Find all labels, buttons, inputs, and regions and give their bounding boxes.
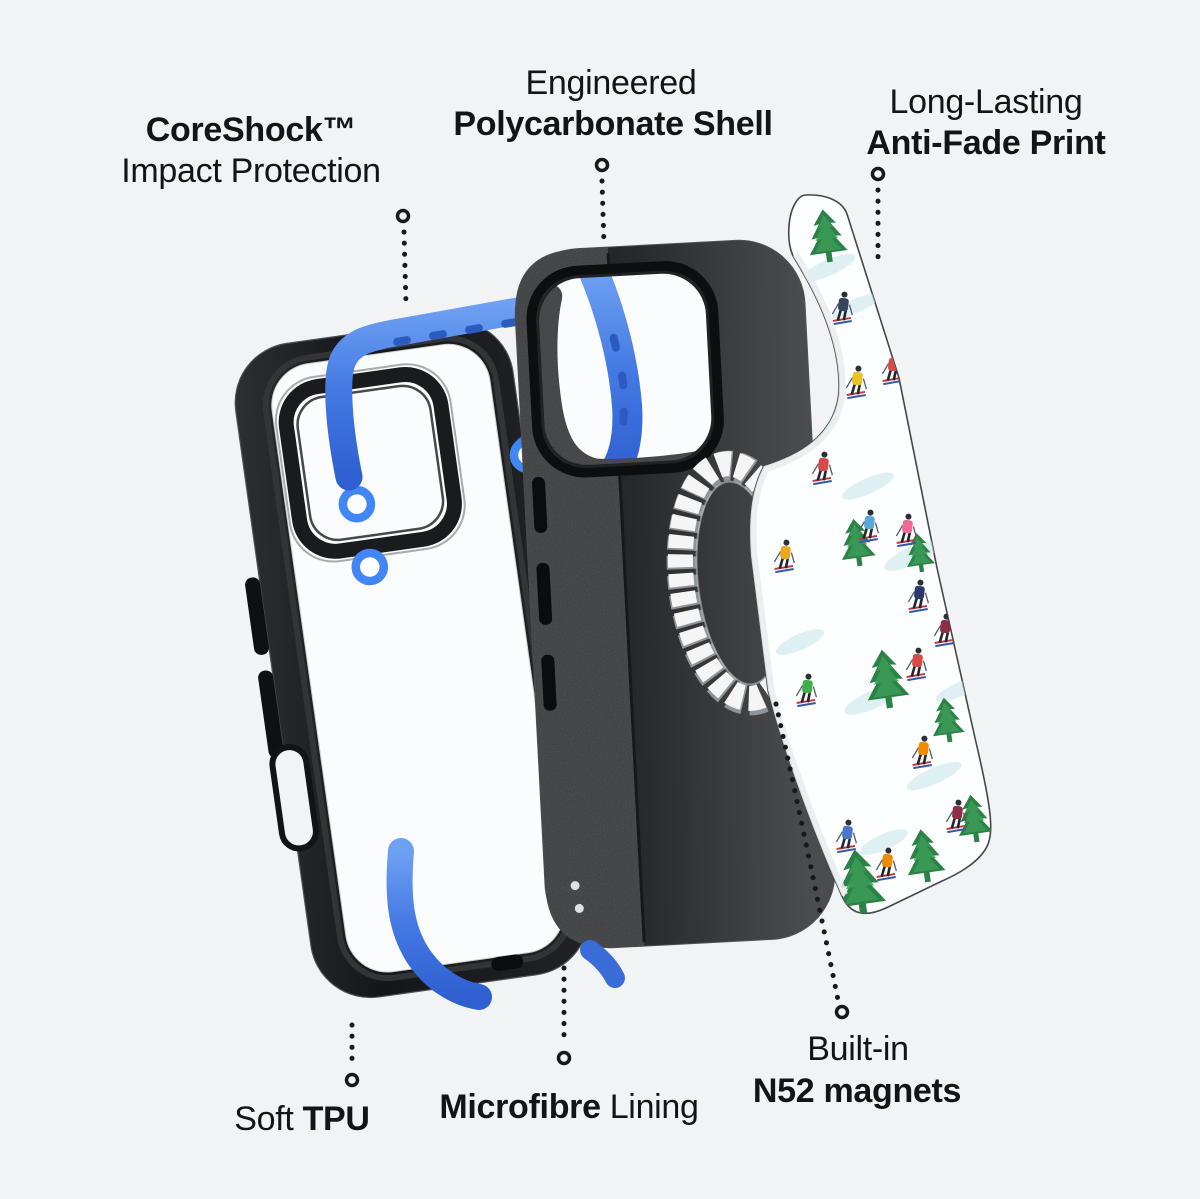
- callout-magnets-line2: N52 magnets: [753, 1072, 961, 1110]
- side-button-lower: [258, 670, 284, 758]
- bumper-oval-cutout: [269, 744, 319, 852]
- leader-ring-tpu: [344, 1072, 360, 1088]
- camera-surround-inner-line: [296, 384, 445, 542]
- speaker-hole-2: [574, 903, 584, 913]
- callout-coreshock-line2: Impact Protection: [121, 152, 380, 190]
- leader-ring-coreshock: [395, 208, 411, 224]
- callout-print-line1: Long-Lasting: [890, 83, 1083, 121]
- polycarbonate-shell: [514, 239, 836, 949]
- blue-insert-top-bar: [325, 289, 576, 491]
- blue-insert-bottom-tab: [580, 940, 625, 988]
- shell-side-slot-3: [541, 654, 557, 711]
- leader-ring-print: [870, 166, 886, 182]
- blue-insert-bottom-strip: [386, 838, 492, 1010]
- leader-ring-shell: [594, 157, 610, 173]
- callout-coreshock-line1: CoreShock™: [146, 111, 357, 149]
- blue-ring-grommet-1: [338, 485, 376, 523]
- shell-side-slot-2: [536, 562, 553, 625]
- blue-ring-grommet-2: [351, 548, 389, 586]
- camera-opening-rim: [526, 261, 724, 478]
- leader-dots-coreshock: [401, 229, 409, 307]
- shell-side-slot-1: [532, 476, 548, 533]
- callout-labels: CoreShock™ Impact Protection Engineered …: [121, 64, 1106, 1138]
- printed-back-plate: [749, 194, 992, 915]
- callout-shell-line1: Engineered: [526, 64, 697, 102]
- speaker-hole-1: [570, 881, 580, 891]
- camera-opening-inner-line: [536, 270, 715, 468]
- blue-insert-seen-through-opening: [577, 269, 643, 469]
- side-button-upper: [245, 577, 269, 655]
- leader-dots-shell: [599, 178, 607, 248]
- tpu-bumper-frame: [234, 319, 590, 999]
- callout-magnets-line1: Built-in: [807, 1030, 909, 1068]
- leader-ring-magnets: [834, 1004, 850, 1020]
- bumper-port-slot: [491, 954, 524, 971]
- camera-surround: [278, 367, 462, 559]
- leader-ring-lining: [556, 1050, 572, 1066]
- callout-print-line2: Anti-Fade Print: [866, 124, 1105, 162]
- callout-shell-line2: Polycarbonate Shell: [453, 105, 772, 143]
- camera-opening-interior: [535, 269, 716, 469]
- callout-leaders: [344, 157, 886, 1088]
